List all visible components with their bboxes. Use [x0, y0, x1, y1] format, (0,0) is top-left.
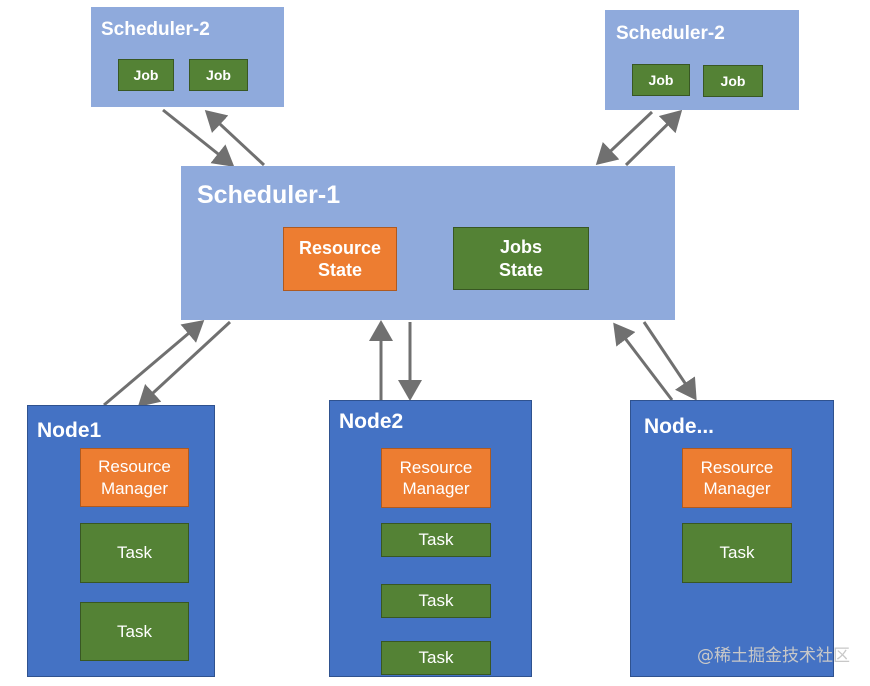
scheduler-1-title: Scheduler-1	[197, 181, 341, 209]
watermark-text: @稀土掘金技术社区	[697, 646, 850, 666]
job-box: Job	[632, 64, 690, 96]
scheduler-2-right: Scheduler-2 Job Job	[605, 10, 799, 110]
arrow-sched1-to-node3	[642, 321, 697, 401]
jobs-state-label: Jobs State	[498, 237, 543, 280]
task-box: Task	[381, 523, 491, 557]
resource-manager-box: Resource Manager	[682, 448, 792, 508]
arrow-sched1-to-sched2-right	[624, 109, 683, 167]
job-box: Job	[118, 59, 174, 91]
arrow-node3-to-sched1	[613, 322, 674, 401]
node-1: Node1 Resource Manager Task Task	[27, 405, 215, 677]
node-3: Node... Resource Manager Task	[630, 400, 834, 677]
arrow-sched2-left-to-sched1	[162, 108, 235, 167]
task-box: Task	[381, 641, 491, 675]
task-box: Task	[80, 602, 189, 661]
task-box: Task	[682, 523, 792, 583]
scheduler-2-left-title: Scheduler-2	[101, 19, 210, 40]
node-2-title: Node2	[339, 410, 404, 433]
job-box: Job	[703, 65, 763, 97]
arrow-sched2-right-to-sched1	[595, 110, 654, 166]
resource-state-label: Resource State	[298, 237, 382, 281]
resource-state-box: Resource State	[283, 227, 397, 291]
node-2: Node2 Resource Manager Task Task Task	[329, 400, 532, 677]
task-box: Task	[80, 523, 189, 583]
task-box: Task	[381, 584, 491, 618]
scheduler-2-left: Scheduler-2 Job Job	[91, 7, 284, 107]
jobs-state-box: Jobs State	[453, 227, 589, 290]
resource-manager-label: Resource Manager	[98, 457, 171, 498]
arrow-sched1-to-node1	[137, 320, 232, 408]
resource-manager-label: Resource Manager	[700, 457, 774, 498]
node-3-title: Node...	[644, 415, 715, 438]
resource-manager-label: Resource Manager	[399, 457, 473, 498]
scheduler-2-right-title: Scheduler-2	[616, 23, 725, 44]
arrow-node1-to-sched1	[103, 320, 205, 407]
job-box: Job	[189, 59, 248, 91]
arrow-sched1-to-sched2-left	[204, 109, 266, 167]
node-1-title: Node1	[37, 419, 102, 442]
resource-manager-box: Resource Manager	[80, 448, 189, 507]
scheduler-1: Scheduler-1 Resource State Jobs State	[181, 166, 675, 320]
resource-manager-box: Resource Manager	[381, 448, 491, 508]
